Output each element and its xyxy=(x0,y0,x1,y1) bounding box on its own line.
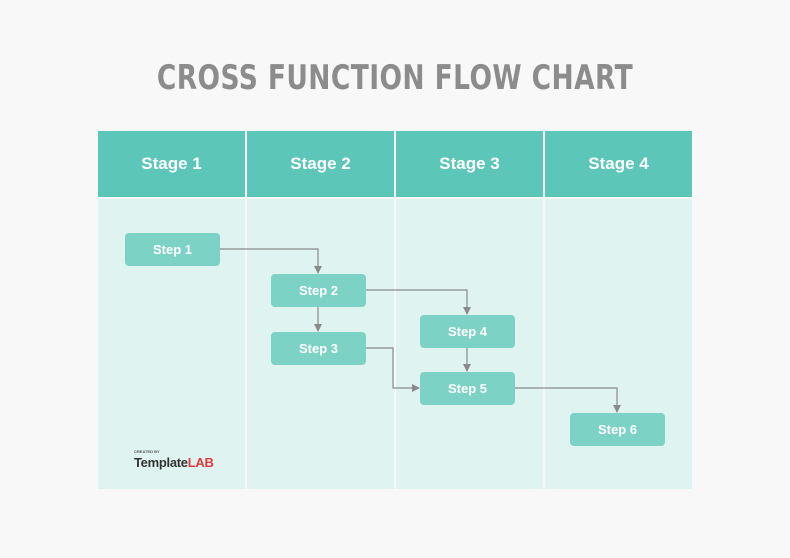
connector-step5-step6 xyxy=(515,387,621,413)
logo-part-lab: LAB xyxy=(187,455,214,470)
stage-header-4: Stage 4 xyxy=(545,131,692,197)
page-title: CROSS FUNCTION FLOW CHART xyxy=(156,58,634,98)
logo-part-template: Template xyxy=(134,455,188,470)
connector-step3-step5 xyxy=(366,347,420,392)
templatelab-logo: CREATED BY TemplateLAB xyxy=(134,449,214,470)
step-4-box: Step 4 xyxy=(420,315,515,348)
stage-header-2: Stage 2 xyxy=(247,131,394,197)
stage-header-3: Stage 3 xyxy=(396,131,543,197)
logo-created-by: CREATED BY xyxy=(134,449,160,454)
step-6-box: Step 6 xyxy=(570,413,665,446)
step-1-box: Step 1 xyxy=(125,233,220,266)
stage-header-1: Stage 1 xyxy=(98,131,245,197)
connector-step2-step4 xyxy=(366,289,471,315)
step-2-box: Step 2 xyxy=(271,274,366,307)
step-3-box: Step 3 xyxy=(271,332,366,365)
step-5-box: Step 5 xyxy=(420,372,515,405)
connector-step1-step2 xyxy=(220,248,322,274)
